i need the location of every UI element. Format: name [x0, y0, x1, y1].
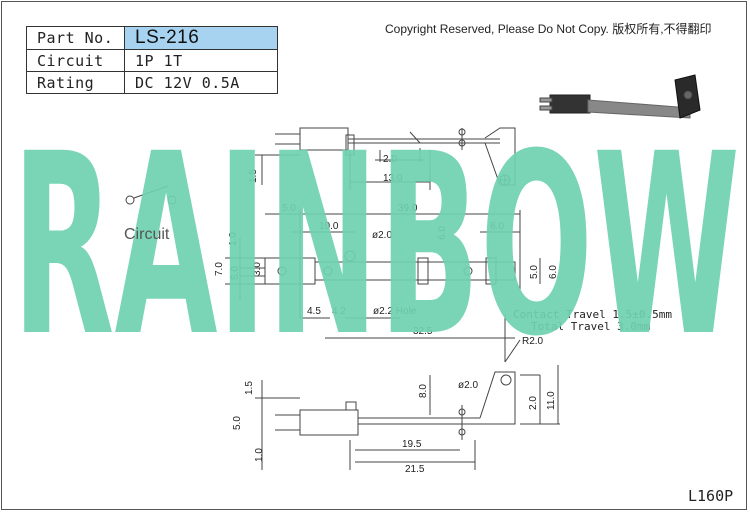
copyright-notice: Copyright Reserved, Please Do Not Copy. … [385, 22, 712, 36]
dim-13-0: 13.0 [383, 173, 403, 184]
dim-7-0: 7.0 [214, 262, 225, 276]
side-view [225, 210, 541, 363]
dim-21-5: 21.5 [405, 464, 425, 475]
rainbow-watermark: RAINBOW [12, 120, 740, 350]
spec-row-circuit: Circuit 1P 1T [26, 49, 278, 72]
spec-table: Part No. LS-216 Circuit 1P 1T Rating DC … [26, 26, 278, 94]
dim-1-5-top: 1.5 [248, 169, 259, 183]
dim-39-0: 39.0 [398, 203, 418, 214]
total-travel-note: Total Travel 3.0mm [531, 320, 651, 333]
dim-phi-2-0-b: ø2.0 [458, 380, 478, 391]
top-view [255, 127, 516, 190]
spec-row-rating: Rating DC 12V 0.5A [26, 71, 278, 94]
spec-value-circuit: 1P 1T [124, 49, 278, 72]
dim-3-0: 3.0 [252, 262, 263, 276]
dim-6-0-c: 6.0 [548, 265, 559, 279]
watermark-text: RAINBOW [12, 120, 740, 350]
dim-r2-0: R2.0 [522, 336, 544, 347]
dim-19-5: 19.5 [402, 439, 422, 450]
spec-key-circuit: Circuit [26, 49, 125, 72]
dim-5-0-c: 5.0 [529, 265, 540, 279]
dim-8-0: 8.0 [418, 384, 429, 398]
drawing-code: L160P [688, 487, 734, 505]
dim-1-0: 1.0 [228, 232, 239, 246]
spec-value-rating: DC 12V 0.5A [124, 71, 278, 94]
dim-32-5: 32.5 [413, 326, 433, 337]
dim-4-5: 4.5 [307, 306, 321, 317]
circuit-symbol [125, 185, 177, 205]
hole-note: ø2.2 Hole [373, 306, 417, 317]
dim-11-0: 11.0 [546, 391, 557, 410]
spec-key-rating: Rating [26, 71, 125, 94]
dim-5-0-d: 5.0 [232, 416, 243, 430]
dim-10-0: 10.0 [319, 221, 339, 232]
dim-2-0-b: 2.0 [528, 396, 539, 410]
product-photo [539, 74, 701, 119]
bottom-view [255, 365, 560, 470]
dim-5-0-b: 5.0 [230, 266, 241, 280]
dim-1-5-bottom: 1.5 [244, 381, 255, 395]
dim-1-0-b: 1.0 [254, 448, 265, 462]
dim-2-0: 2.0 [383, 154, 397, 165]
contact-travel-note: Contact Travel 1.5±0.5mm [513, 308, 672, 321]
spec-value-part-no: LS-216 [124, 26, 278, 50]
dim-phi-2-0-a: ø2.0 [372, 230, 392, 241]
spec-row-part-no: Part No. LS-216 [26, 26, 278, 50]
dim-6-0-b: 6.0 [490, 221, 504, 232]
dim-6-0-a: 6.0 [437, 226, 448, 240]
dim-4-2: 4.2 [332, 306, 346, 317]
dim-5-0-a: 5.0 [282, 203, 296, 214]
circuit-label: Circuit [124, 226, 170, 243]
